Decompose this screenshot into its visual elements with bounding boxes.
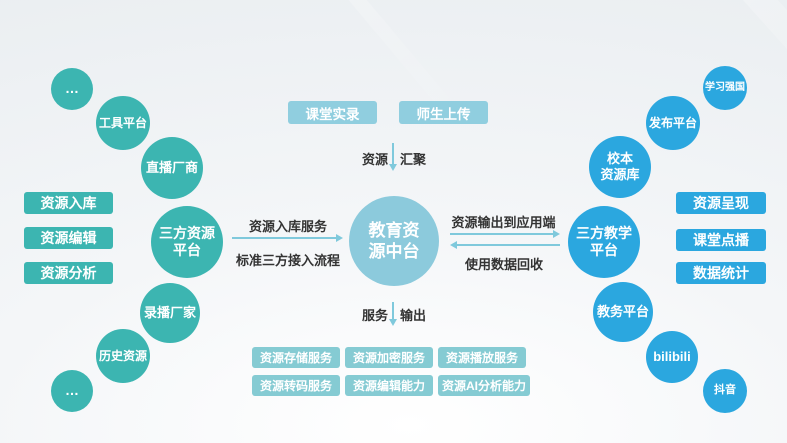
box-resource-presentation: 资源呈现 bbox=[676, 192, 766, 214]
box-resource-edit: 资源编辑 bbox=[24, 227, 113, 249]
resource-gather-arrow-down bbox=[389, 143, 397, 171]
background-streak bbox=[502, 0, 787, 150]
label-ingest-service: 资源入库服务 bbox=[248, 219, 327, 234]
node-bilibili: bilibili bbox=[646, 331, 698, 383]
box-resource-transcode-service: 资源转码服务 bbox=[252, 375, 340, 396]
node-school-resource-library: 校本 资源库 bbox=[589, 136, 651, 198]
node-ellipsis-top-left: … bbox=[51, 68, 93, 110]
node-tools-platform: 工具平台 bbox=[96, 96, 150, 150]
label-output-to-apps: 资源输出到应用端 bbox=[451, 215, 556, 230]
box-class-vod: 课堂点播 bbox=[676, 229, 766, 251]
box-teacher-student-upload: 师生上传 bbox=[399, 101, 488, 124]
label-resource-gather-right: 汇聚 bbox=[399, 152, 426, 167]
node-live-broadcast-vendor: 直播厂商 bbox=[141, 137, 203, 199]
node-third-party-resource-platform: 三方资源 平台 bbox=[151, 206, 223, 278]
ingest-arrow-right bbox=[232, 234, 343, 242]
service-output-arrow-down bbox=[389, 302, 397, 326]
label-resource-gather-left: 资源 bbox=[361, 152, 388, 167]
recycle-arrow-left bbox=[450, 241, 560, 249]
node-academic-affairs-platform: 教务平台 bbox=[593, 282, 653, 342]
box-resource-analysis: 资源分析 bbox=[24, 262, 113, 284]
node-douyin: 抖音 bbox=[703, 369, 747, 413]
node-third-party-teaching-platform: 三方教学 平台 bbox=[568, 206, 640, 278]
node-ellipsis-bottom-left: … bbox=[51, 370, 93, 412]
box-resource-playback-service: 资源播放服务 bbox=[438, 347, 526, 368]
label-service-output-right: 输出 bbox=[399, 308, 426, 323]
node-publish-platform: 发布平台 bbox=[646, 96, 700, 150]
node-education-resource-middle-platform: 教育资 源中台 bbox=[349, 196, 439, 286]
box-resource-ai-analysis-capability: 资源AI分析能力 bbox=[438, 375, 530, 396]
label-ingest-standard: 标准三方接入流程 bbox=[235, 253, 340, 268]
output-arrow-right bbox=[450, 230, 560, 238]
box-classroom-recording: 课堂实录 bbox=[288, 101, 377, 124]
box-resource-storage-service: 资源存储服务 bbox=[252, 347, 340, 368]
box-resource-encryption-service: 资源加密服务 bbox=[345, 347, 433, 368]
label-data-recycle: 使用数据回收 bbox=[464, 257, 543, 272]
box-resource-edit-capability: 资源编辑能力 bbox=[345, 375, 433, 396]
node-xuexi-qiangguo: 学习强国 bbox=[703, 66, 747, 110]
label-service-output-left: 服务 bbox=[361, 308, 388, 323]
node-recording-vendor: 录播厂家 bbox=[140, 283, 200, 343]
node-history-resource: 历史资源 bbox=[96, 329, 150, 383]
box-resource-ingest: 资源入库 bbox=[24, 192, 113, 214]
box-data-statistics: 数据统计 bbox=[676, 262, 766, 284]
